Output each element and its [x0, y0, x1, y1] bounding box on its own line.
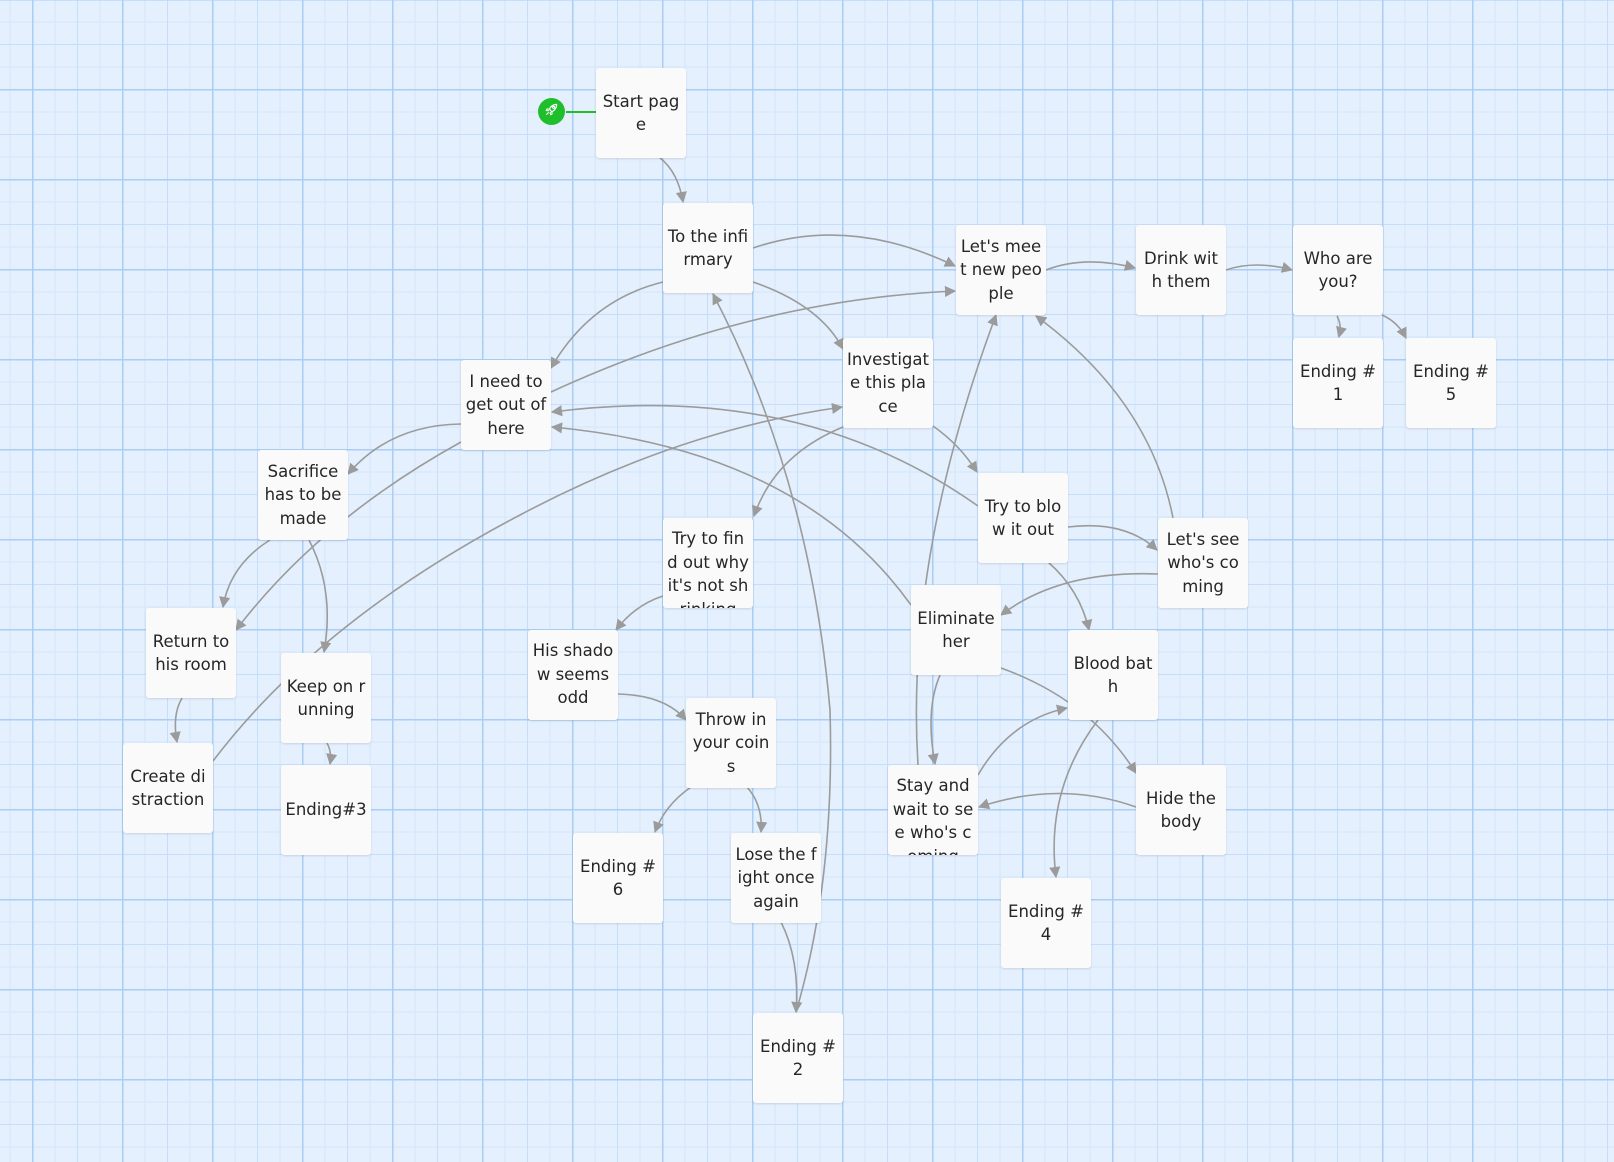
node-label: Keep on running	[286, 676, 366, 720]
node-lose-the-fight[interactable]: Lose the fight once again	[731, 833, 821, 923]
edge-who-to-end1	[1336, 315, 1347, 339]
node-ending-4[interactable]: Ending #4	[1001, 878, 1091, 968]
node-investigate-this-place[interactable]: Investigate this place	[843, 338, 933, 428]
node-label: To the infirmary	[667, 226, 749, 270]
edge-blow-to-blood	[1047, 561, 1093, 632]
node-label: Create distraction	[130, 766, 206, 810]
node-his-shadow-seems-odd[interactable]: His shadow seems odd	[528, 630, 618, 720]
node-try-to-blow-it-out[interactable]: Try to blow it out	[978, 473, 1068, 563]
edge-stay-to-blood	[977, 704, 1069, 776]
node-label: Eliminate her	[917, 608, 995, 652]
node-lets-meet-new-people[interactable]: Let's meet new people	[956, 225, 1046, 315]
node-label: Hide the body	[1146, 788, 1216, 832]
node-who-are-you[interactable]: Who are you?	[1293, 225, 1383, 315]
node-label: Stay and wait to see who's coming	[892, 776, 974, 855]
node-ending-2[interactable]: Ending #2	[753, 1013, 843, 1103]
edge-sacrifice-to-room	[219, 539, 271, 609]
node-label: I need to get out of here	[465, 371, 547, 438]
node-keep-on-running[interactable]: Keep on running	[281, 653, 371, 743]
node-label: Lose the fight once again	[735, 844, 817, 911]
edge-blood-to-end4	[1049, 719, 1099, 879]
edge-sacrifice-to-running	[308, 539, 332, 654]
edge-running-to-end3	[326, 742, 338, 766]
edge-who-to-end5	[1381, 314, 1407, 340]
node-blood-bath[interactable]: Blood bath	[1068, 630, 1158, 720]
edge-coins-to-lose	[746, 786, 768, 834]
edge-blow-to-seewho	[1067, 524, 1158, 551]
node-try-to-find-out-why[interactable]: Try to find out why it's not shrinking	[663, 518, 753, 608]
node-drink-with-them[interactable]: Drink with them	[1136, 225, 1226, 315]
node-stay-and-wait[interactable]: Stay and wait to see who's coming	[888, 765, 978, 855]
edge-eliminate-to-stay	[927, 674, 941, 766]
node-ending-3[interactable]: Ending#3	[281, 765, 371, 855]
edge-investigate-to-blow	[932, 425, 978, 473]
node-start[interactable]: Start page	[596, 68, 686, 158]
edge-room-to-distraction	[169, 697, 183, 744]
node-label: Try to blow it out	[984, 496, 1062, 540]
node-label: Return to his room	[152, 631, 230, 675]
edge-coins-to-end6	[653, 786, 692, 834]
node-label: Try to find out why it's not shrinking	[667, 529, 749, 608]
edge-hide-to-stay	[977, 792, 1137, 810]
node-to-the-infirmary[interactable]: To the infirmary	[663, 203, 753, 293]
node-label: Let's see who's coming	[1166, 529, 1240, 596]
node-ending-1[interactable]: Ending #1	[1293, 338, 1383, 428]
node-label: Ending#3	[285, 800, 367, 820]
edge-getout-to-sacrifice	[347, 423, 462, 475]
node-label: Ending #1	[1300, 361, 1376, 405]
node-label: His shadow seems odd	[532, 641, 614, 707]
node-ending-6[interactable]: Ending #6	[573, 833, 663, 923]
node-label: Sacrifice has to be made	[264, 461, 342, 528]
edge-meet-to-drink	[1045, 260, 1137, 271]
node-label: Drink with them	[1144, 248, 1218, 292]
edge-start-to-infirmary	[659, 157, 687, 204]
edge-shadow-to-coins	[617, 693, 687, 721]
node-label: Ending #5	[1413, 361, 1489, 405]
edge-investigate-to-findout	[751, 426, 844, 518]
edge-drink-to-who	[1225, 261, 1294, 273]
node-throw-in-your-coins[interactable]: Throw in your coins	[686, 698, 776, 788]
node-return-to-his-room[interactable]: Return to his room	[146, 608, 236, 698]
node-label: Who are you?	[1303, 248, 1373, 292]
start-badge[interactable]	[538, 98, 565, 125]
edge-infirmary-to-meet	[752, 234, 957, 267]
node-label: Start page	[602, 91, 680, 135]
node-label: Let's meet new people	[960, 236, 1042, 303]
node-label: Blood bath	[1073, 653, 1153, 697]
edge-lose-to-end2	[780, 921, 803, 1014]
node-label: Investigate this place	[847, 349, 929, 416]
node-sacrifice[interactable]: Sacrifice has to be made	[258, 450, 348, 540]
node-label: Ending #6	[580, 856, 656, 900]
edge-infirmary-to-getout	[550, 281, 664, 369]
node-label: Ending #2	[760, 1036, 836, 1080]
start-connector	[566, 111, 596, 113]
node-create-distraction[interactable]: Create distraction	[123, 743, 213, 833]
node-i-need-to-get-out[interactable]: I need to get out of here	[461, 360, 551, 450]
node-label: Ending #4	[1008, 901, 1084, 945]
node-lets-see-whos-coming[interactable]: Let's see who's coming	[1158, 518, 1248, 608]
edge-findout-to-shadow	[615, 595, 664, 631]
edge-infirmary-to-investigate	[752, 281, 844, 350]
node-eliminate-her[interactable]: Eliminate her	[911, 585, 1001, 675]
node-ending-5[interactable]: Ending #5	[1406, 338, 1496, 428]
edge-seewho-to-eliminate	[1000, 572, 1159, 616]
rocket-icon	[544, 102, 559, 121]
node-label: Throw in your coins	[692, 709, 770, 776]
node-hide-the-body[interactable]: Hide the body	[1136, 765, 1226, 855]
